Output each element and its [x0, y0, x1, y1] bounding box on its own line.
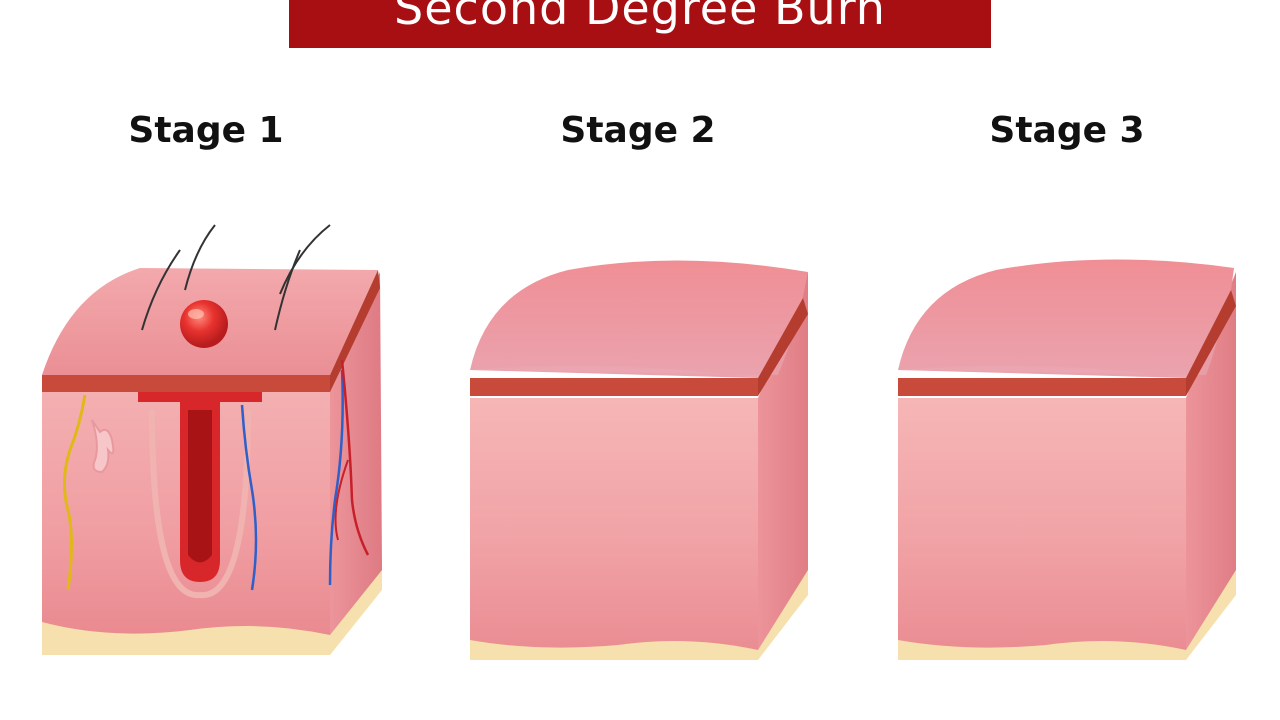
skin-block-swelling-icon — [898, 259, 1236, 660]
stage-1-skin-figure — [30, 210, 390, 680]
skin-cross-section-with-blister-icon — [42, 224, 382, 655]
stage-3-label: Stage 3 — [989, 110, 1145, 151]
stage-2-skin-figure — [458, 210, 818, 680]
stage-1-label: Stage 1 — [128, 110, 284, 151]
skin-block-swelling-icon — [470, 260, 808, 660]
title-banner: Second Degree Burn — [289, 0, 991, 48]
stage-3-skin-figure — [886, 210, 1246, 680]
page-title: Second Degree Burn — [394, 0, 886, 35]
stage-2-label: Stage 2 — [560, 110, 716, 151]
